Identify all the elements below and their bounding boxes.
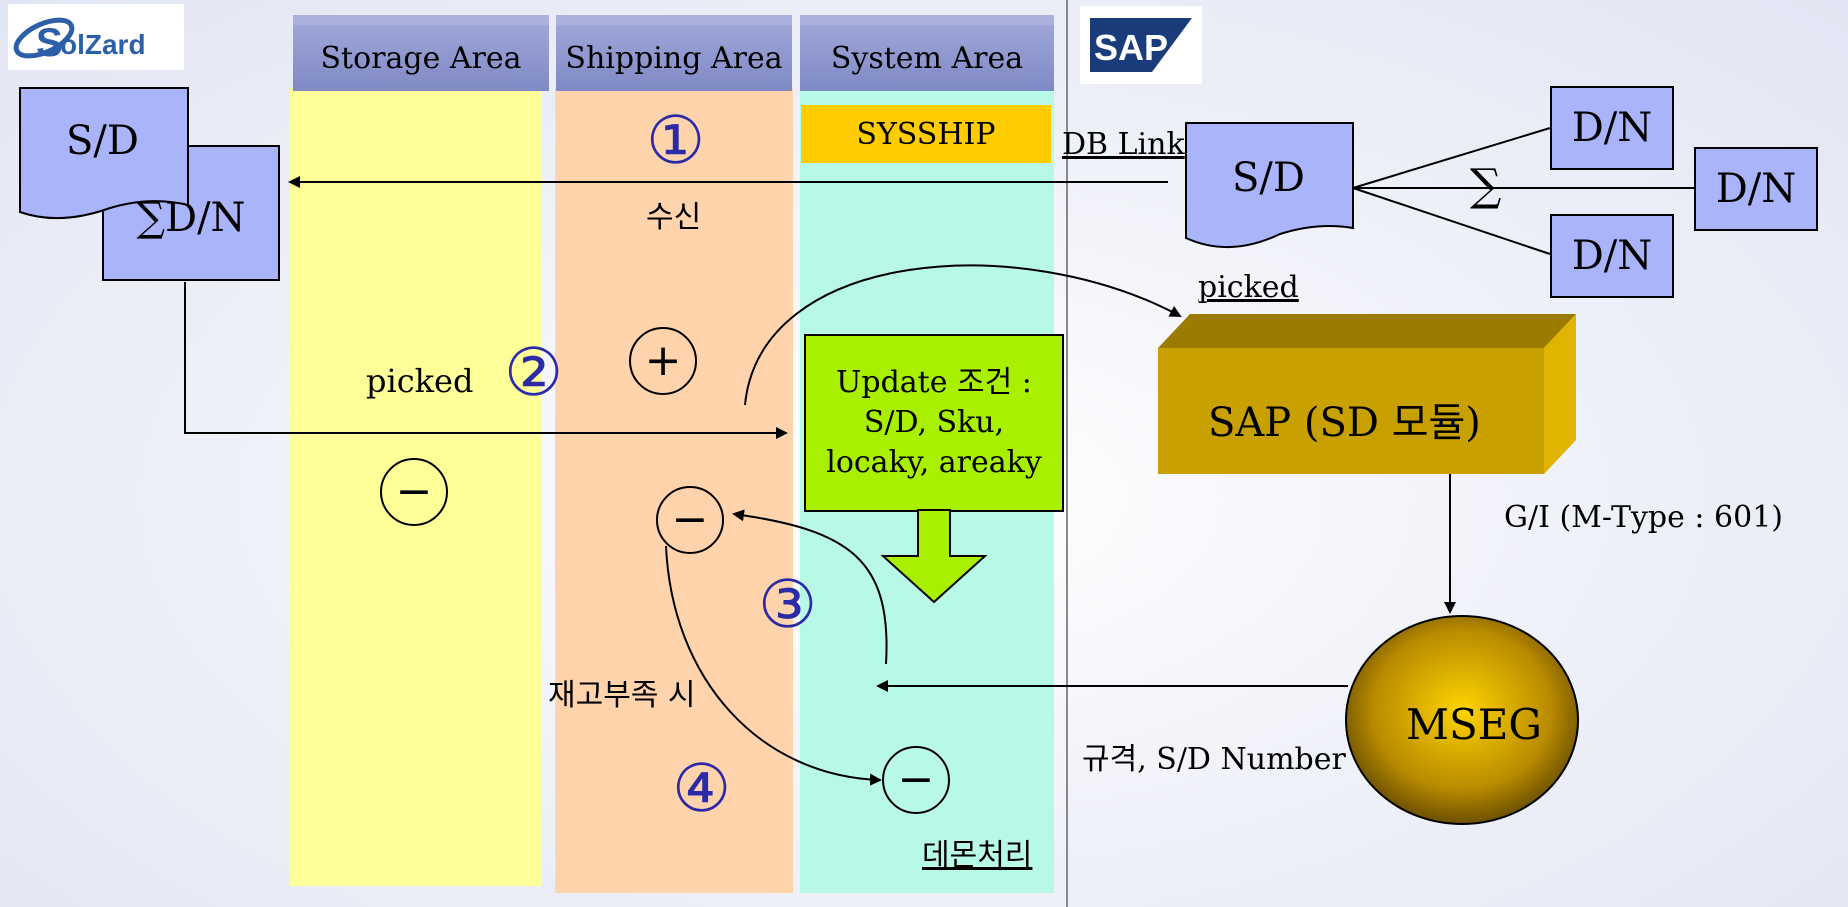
- dn-label-3: D/N: [1571, 233, 1653, 279]
- vertical-divider: [1066, 0, 1068, 907]
- svg-text:S: S: [36, 21, 63, 65]
- sysship-box: SYSSHIP: [801, 105, 1051, 163]
- dn-box-3: D/N: [1550, 214, 1674, 298]
- shortage-label: 재고부족 시: [548, 678, 696, 713]
- dn-label-2: D/N: [1715, 166, 1797, 212]
- sigma-symbol: ∑: [1470, 160, 1502, 211]
- right-sd-label: S/D: [1232, 155, 1305, 201]
- solzard-logo: S olZard: [8, 4, 184, 70]
- plus-circle-shipping: +: [629, 327, 697, 395]
- step-2: ②: [504, 334, 564, 411]
- minus-circle-system: −: [882, 746, 950, 814]
- svg-text:SAP: SAP: [1094, 27, 1168, 68]
- system-area-header: System Area: [800, 15, 1054, 91]
- sap-logo: SAP: [1080, 6, 1202, 84]
- left-sd-label: S/D: [66, 118, 139, 164]
- plus-symbol: +: [644, 335, 682, 386]
- receive-label: 수신: [646, 200, 702, 235]
- dn-box-2: D/N: [1694, 147, 1818, 231]
- spec-sd-number-label: 규격, S/D Number: [1082, 742, 1346, 777]
- update-line-3: locaky, areaky: [826, 445, 1042, 480]
- minus-circle-storage: −: [380, 458, 448, 526]
- step-3: ③: [758, 566, 818, 643]
- picked-right-label: picked: [1198, 270, 1299, 305]
- daemon-label: 데몬처리: [922, 830, 1032, 874]
- minus-circle-shipping: −: [656, 486, 724, 554]
- update-line-2: S/D, Sku,: [863, 405, 1005, 440]
- picked-left-label: picked: [366, 362, 474, 400]
- sap-logo-mark: SAP: [1090, 18, 1192, 72]
- sysship-label: SYSSHIP: [856, 116, 996, 152]
- sap-module-label: SAP (SD 모듈): [1208, 400, 1481, 446]
- storage-area-header: Storage Area: [293, 15, 549, 91]
- dn-label-1: D/N: [1571, 105, 1653, 151]
- sum-dn-box: ∑D/N: [102, 145, 280, 281]
- update-condition-box: Update 조건 : S/D, Sku, locaky, areaky: [804, 334, 1064, 512]
- storage-area-label: Storage Area: [320, 40, 522, 76]
- shipping-area-label: Shipping Area: [565, 40, 783, 76]
- mseg-label: MSEG: [1406, 700, 1542, 749]
- svg-text:olZard: olZard: [60, 29, 146, 60]
- minus-symbol-storage: −: [395, 466, 433, 517]
- sum-dn-label: ∑D/N: [136, 195, 246, 241]
- picked-right-text: picked: [1198, 270, 1299, 305]
- system-area-label: System Area: [830, 40, 1024, 76]
- step-1: ①: [646, 102, 706, 179]
- daemon-text: 데몬처리: [922, 838, 1033, 873]
- db-link-label: DB Link: [1062, 127, 1185, 162]
- minus-symbol-shipping: −: [671, 494, 709, 545]
- step-4: ④: [672, 750, 732, 827]
- dn-box-1: D/N: [1550, 86, 1674, 170]
- solzard-logo-mark: S olZard: [13, 17, 146, 65]
- minus-symbol-system: −: [897, 754, 935, 805]
- shipping-area-header: Shipping Area: [556, 15, 792, 91]
- update-line-1: Update 조건 :: [836, 365, 1032, 400]
- db-link-text: DB Link: [1062, 127, 1185, 162]
- gi-mtype-label: G/I (M-Type : 601): [1504, 500, 1784, 535]
